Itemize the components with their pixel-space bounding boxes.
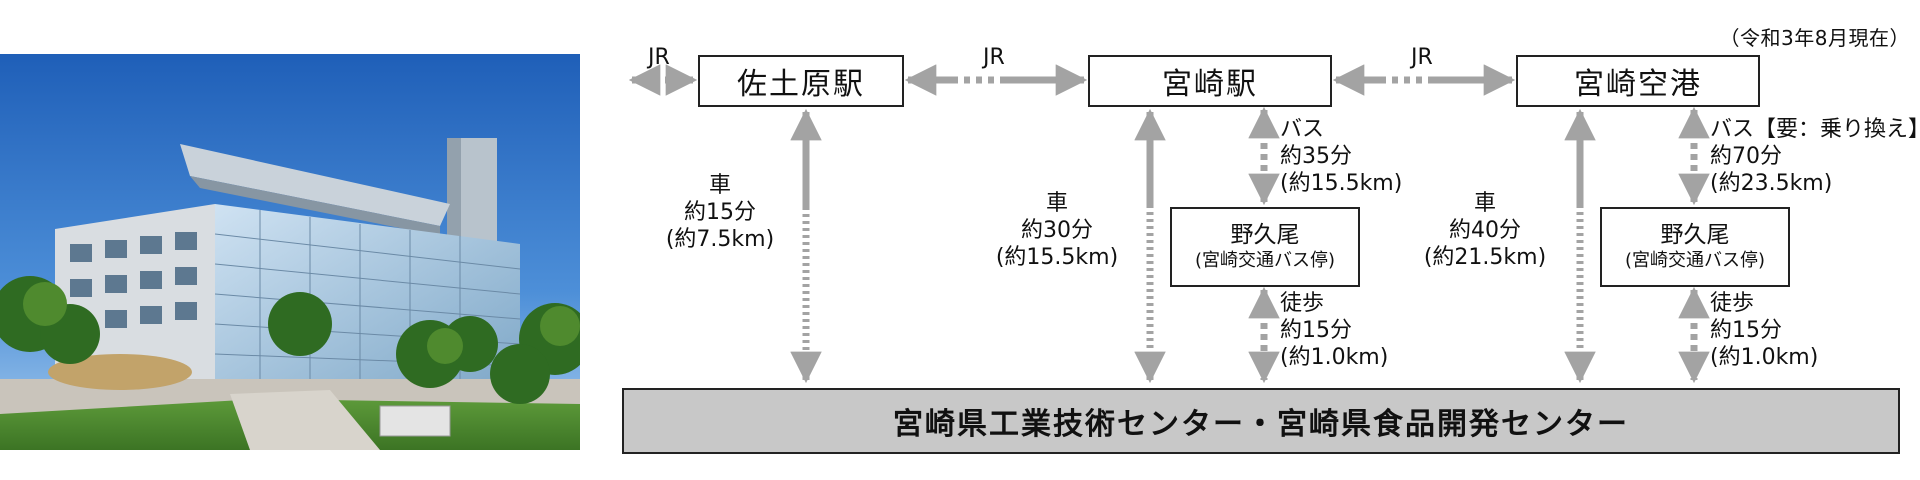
jr-label-sadowara-miyazaki: JR	[983, 45, 1005, 70]
building-photo	[0, 54, 580, 450]
route-label-airport-bus: バス【要：乗り換え】 約70分 (約23.5km)	[1710, 117, 1920, 196]
bus-stop-nokuo-miyazaki: 野久尾 (宮崎交通バス停)	[1170, 207, 1360, 287]
bus-stop-operator: (宮崎交通バス停)	[1624, 250, 1766, 271]
route-label-miyazaki-bus: バス 約35分 (約15.5km)	[1280, 117, 1403, 196]
route-label-miyazaki-car: 車 約30分 (約15.5km)	[995, 191, 1119, 270]
bus-stop-nokuo-airport: 野久尾 (宮崎交通バス停)	[1600, 207, 1790, 287]
bus-stop-name: 野久尾	[1230, 222, 1300, 249]
building-illustration	[0, 54, 580, 450]
route-label-airport-car: 車 約40分 (約21.5km)	[1423, 191, 1547, 270]
bus-stop-name: 野久尾	[1660, 222, 1730, 249]
bus-stop-operator: (宮崎交通バス停)	[1194, 250, 1336, 271]
date-note: （令和3年8月現在）	[1719, 26, 1910, 50]
jr-label-left: JR	[648, 45, 670, 70]
route-label-airport-walk: 徒歩 約15分 (約1.0km)	[1710, 291, 1819, 370]
destination-box: 宮崎県工業技術センター・宮崎県食品開発センター	[622, 388, 1900, 454]
station-sadowara: 佐土原駅	[698, 55, 904, 107]
route-label-miyazaki-walk: 徒歩 約15分 (約1.0km)	[1280, 291, 1389, 370]
arrow-layer	[628, 64, 1710, 384]
access-diagram: （令和3年8月現在） 佐土原駅 宮崎駅 宮崎空港 JR JR JR 車 約15分…	[580, 0, 1920, 480]
station-miyazaki: 宮崎駅	[1088, 55, 1332, 107]
route-label-sadowara-car: 車 約15分 (約7.5km)	[665, 173, 775, 252]
jr-label-miyazaki-airport: JR	[1411, 45, 1433, 70]
station-miyazaki-airport: 宮崎空港	[1516, 55, 1760, 107]
